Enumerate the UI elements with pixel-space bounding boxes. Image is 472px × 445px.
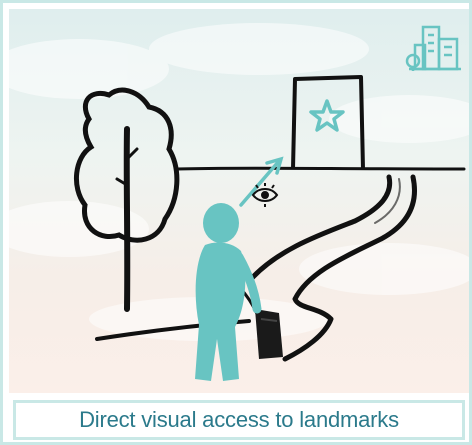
- caption-text: Direct visual access to landmarks: [79, 407, 399, 433]
- horizon-line: [177, 168, 464, 169]
- city-buildings-icon: [407, 27, 461, 71]
- person-with-bag-icon: [195, 203, 283, 381]
- caption-box: Direct visual access to landmarks: [13, 400, 465, 440]
- sketch-drawing: [9, 9, 469, 393]
- scene-illustration: [9, 9, 469, 393]
- tree: [76, 90, 176, 309]
- eye-icon: [253, 183, 277, 207]
